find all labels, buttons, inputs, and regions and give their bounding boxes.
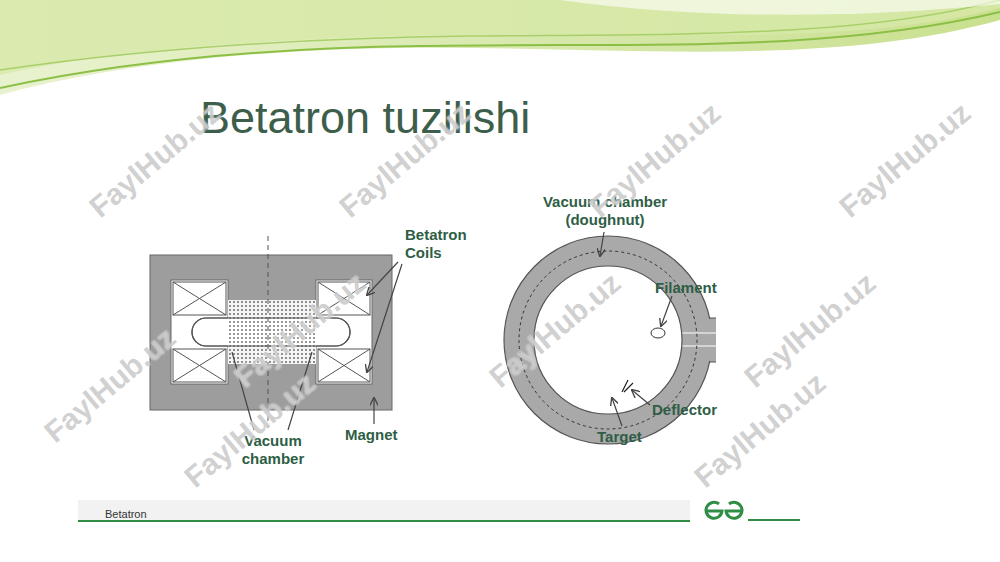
part-label: Magnet [345, 426, 415, 444]
header-wave [0, 0, 1000, 95]
deflector-symbol [622, 380, 633, 392]
watermark: FaylHub.uz [38, 321, 182, 450]
part-label: Target [597, 428, 667, 446]
footer-rule [748, 519, 800, 521]
leader-line [600, 232, 672, 426]
magnet-section [150, 255, 392, 410]
watermark: FaylHub.uz [833, 96, 977, 225]
part-label: Filament [655, 279, 745, 297]
watermark: FaylHub.uz [83, 96, 227, 225]
part-label: Betatron Coils [405, 226, 495, 262]
footer-band: Betatron [78, 500, 690, 522]
footer-text: Betatron [105, 508, 147, 520]
footer-logo [706, 502, 742, 518]
part-label: Deflector [652, 401, 742, 419]
watermark: FaylHub.uz [483, 266, 627, 395]
slide-title: Betatron tuzilishi [200, 92, 530, 144]
